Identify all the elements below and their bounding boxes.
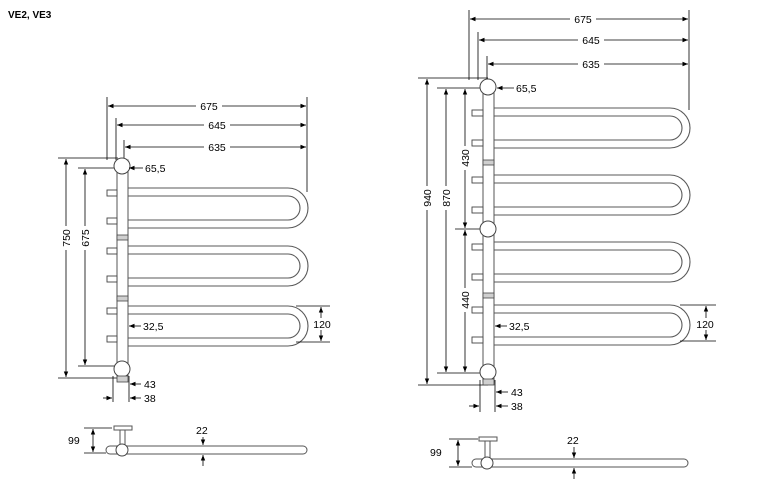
right-dim-43-38: 43 38	[469, 380, 523, 413]
right-height-870-label: 870	[441, 189, 453, 207]
left-height-675-label: 675	[80, 229, 92, 247]
left-dim-675: 675	[106, 97, 308, 192]
left-dim-120: 120	[296, 305, 333, 343]
right-dim-645: 645	[477, 32, 688, 80]
right-width-645-label: 645	[582, 35, 600, 47]
right-dim-120: 120	[680, 304, 716, 342]
right-dim-440: 440	[458, 230, 472, 372]
left-dim-750: 750	[58, 157, 118, 379]
left-offset-label: 32,5	[143, 321, 164, 333]
right-offset-label: 32,5	[509, 321, 530, 333]
right-base-38-label: 38	[511, 401, 523, 413]
right-side-view: 99 22	[430, 435, 689, 479]
left-dim-645: 645	[115, 118, 306, 160]
left-side-view: 99 22	[68, 425, 308, 466]
right-section-430-label: 430	[460, 149, 472, 167]
right-dim-870: 870	[437, 87, 488, 374]
left-dim-675v: 675	[78, 167, 118, 367]
right-dim-635: 635	[486, 56, 688, 80]
right-dim-430: 430	[455, 89, 488, 230]
left-width-675-label: 675	[200, 101, 218, 113]
right-section-440-label: 440	[460, 291, 472, 309]
right-width-635-label: 635	[582, 59, 600, 71]
right-dim-940: 940	[418, 77, 488, 386]
right-spacing-120-label: 120	[696, 319, 714, 331]
left-width-635-label: 635	[208, 142, 226, 154]
right-diameter-label: 65,5	[516, 83, 537, 95]
left-front-view: 675 645 635 750 675	[58, 97, 333, 405]
drawing-title: VE2, VE3	[8, 10, 52, 21]
left-side-99-label: 99	[68, 435, 80, 447]
left-diameter-label: 65,5	[145, 163, 166, 175]
right-height-940-label: 940	[422, 189, 434, 207]
left-base-43-label: 43	[144, 379, 156, 391]
right-side-99-label: 99	[430, 447, 442, 459]
left-base-38-label: 38	[144, 393, 156, 405]
left-height-750-label: 750	[61, 229, 73, 247]
left-dim-43-38: 43 38	[103, 376, 156, 405]
right-width-675-label: 675	[574, 14, 592, 26]
right-tube-22-label: 22	[567, 435, 579, 447]
right-base-43-label: 43	[511, 387, 523, 399]
right-front-view: 675 645 635 940 870	[418, 10, 716, 413]
left-tube-22-label: 22	[196, 425, 208, 437]
left-spacing-120-label: 120	[313, 319, 331, 331]
left-width-645-label: 645	[208, 120, 226, 132]
left-dim-635: 635	[123, 140, 306, 160]
right-dim-675: 675	[468, 10, 690, 110]
